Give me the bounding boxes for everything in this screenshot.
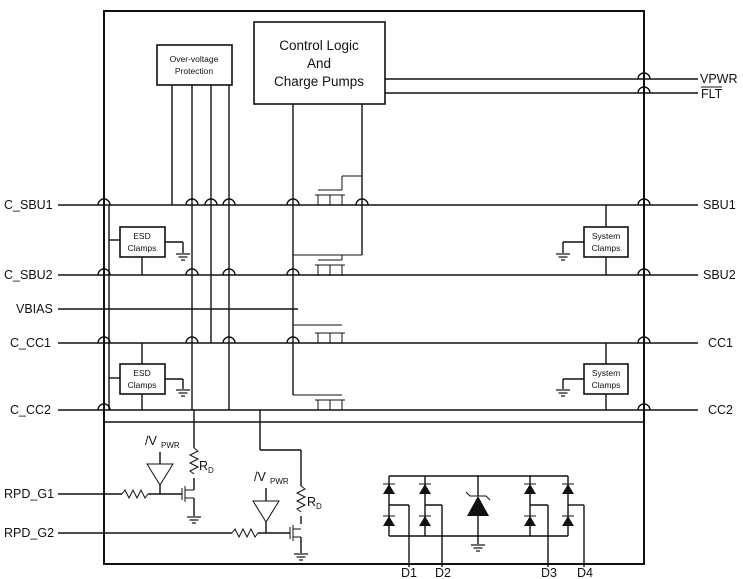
control-logic-block xyxy=(253,21,386,105)
esd2-line1: ESD xyxy=(133,368,150,378)
svg-text:R: R xyxy=(199,459,208,473)
pin-vpwr: VPWR xyxy=(700,72,738,86)
pin-rpd-g2: RPD_G2 xyxy=(4,526,54,540)
svg-text:/V: /V xyxy=(254,470,266,484)
sys1-line1: System xyxy=(592,231,620,241)
svg-text:D: D xyxy=(316,502,322,511)
pin-rpd-g1: RPD_G1 xyxy=(4,487,54,501)
esd-clamps-block-1 xyxy=(119,226,166,258)
dataline-protection-array xyxy=(383,475,585,567)
svg-text:PWR: PWR xyxy=(161,441,180,450)
signal-rails xyxy=(58,204,698,411)
pin-d2: D2 xyxy=(435,566,451,579)
control-logic-line2: And xyxy=(307,56,331,71)
switch-cc1 xyxy=(293,324,345,343)
control-logic-line3: Charge Pumps xyxy=(274,74,364,89)
chip-boundary xyxy=(103,10,645,565)
ovp-line2: Protection xyxy=(175,66,214,76)
svg-text:/V: /V xyxy=(145,434,157,448)
pin-cc1: CC1 xyxy=(708,336,733,350)
svg-text:PWR: PWR xyxy=(270,477,289,486)
control-logic-line1: Control Logic xyxy=(279,38,359,53)
pin-c-cc2: C_CC2 xyxy=(10,403,51,417)
pin-c-sbu1: C_SBU1 xyxy=(4,198,53,212)
vpwr-label-1: /V PWR xyxy=(145,434,180,450)
esd1-line1: ESD xyxy=(133,231,150,241)
pin-d4: D4 xyxy=(577,566,593,579)
esd1-line2: Clamps xyxy=(128,243,157,253)
switch-sbu1 xyxy=(315,175,362,205)
svg-text:R: R xyxy=(307,495,316,509)
esd2-line2: Clamps xyxy=(128,380,157,390)
pin-vbias: VBIAS xyxy=(16,302,53,316)
ovp-line1: Over-voltage xyxy=(170,54,219,64)
sys2-line1: System xyxy=(592,368,620,378)
pin-sbu2: SBU2 xyxy=(703,268,736,282)
pin-cc2: CC2 xyxy=(708,403,733,417)
over-voltage-protection-block xyxy=(156,44,233,86)
buffer-1 xyxy=(146,463,174,486)
sys1-line2: Clamps xyxy=(592,243,621,253)
svg-text:D: D xyxy=(208,466,214,475)
system-clamps-block-2 xyxy=(583,363,629,395)
pin-d1: D1 xyxy=(401,566,417,579)
buffer-2 xyxy=(252,500,280,523)
pin-flt: FLT xyxy=(701,87,723,101)
pin-c-sbu2: C_SBU2 xyxy=(4,268,53,282)
rd-label-1: R D xyxy=(199,459,214,475)
switch-cc2 xyxy=(293,394,345,410)
pin-sbu1: SBU1 xyxy=(703,198,736,212)
switch-sbu2 xyxy=(293,254,362,275)
sys2-line2: Clamps xyxy=(592,380,621,390)
pin-d3: D3 xyxy=(541,566,557,579)
pin-c-cc1: C_CC1 xyxy=(10,336,51,350)
vpwr-label-2: /V PWR xyxy=(254,470,289,486)
rd-label-2: R D xyxy=(307,495,322,511)
